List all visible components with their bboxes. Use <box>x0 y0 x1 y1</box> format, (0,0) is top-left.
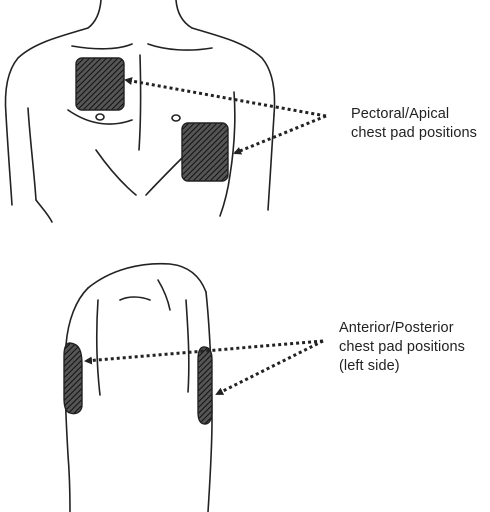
left-armpit-line <box>36 200 52 222</box>
left-ribcage-line <box>96 150 136 195</box>
armpit-curve <box>120 297 150 300</box>
arm-back-line <box>186 300 189 392</box>
posterior-pad <box>198 347 212 424</box>
left-nipple <box>96 114 104 120</box>
anterior-posterior-label-line2: chest pad positions <box>339 338 465 357</box>
shoulder-blade-line <box>158 280 170 310</box>
anterior-pad <box>64 343 82 414</box>
left-arm-inner-line <box>28 108 36 200</box>
pectoral-apical-label-line2: chest pad positions <box>351 124 477 143</box>
neck-left-line <box>88 0 101 28</box>
front-torso-outline <box>6 0 275 222</box>
right-arm-outer-line <box>268 115 274 210</box>
arrow-to-apical-pad <box>235 116 326 153</box>
left-clavicle-line <box>72 44 132 49</box>
apical-pad <box>182 123 228 181</box>
side-torso-outline <box>65 264 212 512</box>
right-nipple <box>172 115 180 121</box>
anterior-posterior-label-line1: Anterior/Posterior <box>339 319 465 338</box>
pectoral-pad <box>76 58 124 110</box>
arrow-to-pectoral-pad <box>126 80 326 116</box>
anterior-posterior-label: Anterior/Posterior chest pad positions (… <box>339 319 465 376</box>
anterior-posterior-label-line3: (left side) <box>339 357 465 376</box>
left-arm-outer-line <box>6 115 12 205</box>
shoulder-top-line <box>88 264 206 292</box>
pectoral-apical-label: Pectoral/Apical chest pad positions <box>351 105 477 143</box>
right-ribcage-line <box>146 158 182 195</box>
pectoral-apical-label-line1: Pectoral/Apical <box>351 105 477 124</box>
sternum-line <box>139 55 141 150</box>
neck-right-line <box>176 0 192 28</box>
right-clavicle-line <box>148 44 212 50</box>
right-shoulder-line <box>192 28 275 115</box>
left-pec-line <box>68 110 132 124</box>
arm-front-line <box>97 300 100 395</box>
